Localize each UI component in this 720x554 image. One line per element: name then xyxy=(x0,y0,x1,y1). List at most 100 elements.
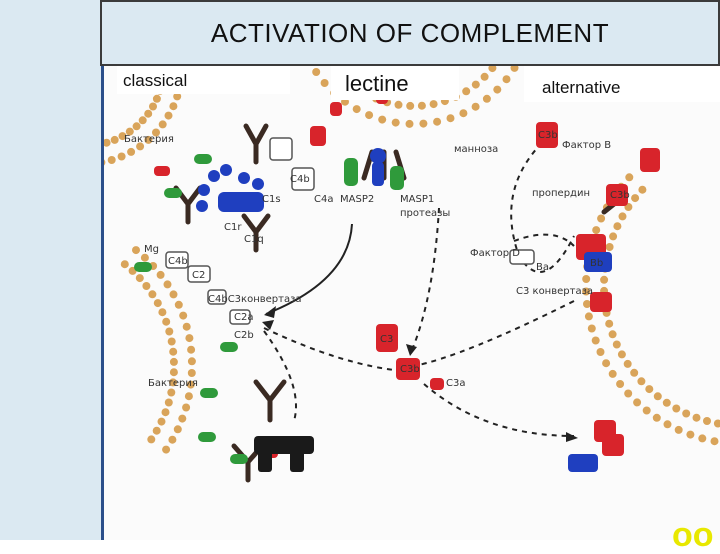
lipid-head xyxy=(510,66,519,72)
lipid-head xyxy=(480,72,489,81)
lipid-head xyxy=(405,119,414,128)
lipid-head xyxy=(132,246,140,255)
label-proteases: протеазы xyxy=(400,208,450,219)
lipid-head xyxy=(674,425,683,434)
label-properdin: пропердин xyxy=(532,188,590,199)
lipid-head xyxy=(482,94,491,103)
label-factor-d: Фактор D xyxy=(470,248,520,259)
lipid-head xyxy=(582,287,591,296)
lipid-head xyxy=(612,340,621,349)
lipid-head xyxy=(446,114,455,123)
pathway-label-alternative: alternative xyxy=(524,66,720,102)
lipid-head xyxy=(187,357,196,366)
lipid-head xyxy=(471,80,480,89)
lipid-head xyxy=(135,274,144,283)
lipid-head xyxy=(161,408,170,417)
lipid-head xyxy=(624,389,633,398)
left-accent-rule xyxy=(101,0,104,540)
c1-complex-blue xyxy=(196,148,386,212)
label-c1q: C1q xyxy=(244,234,264,245)
lipid-head xyxy=(162,445,171,454)
lipid-head xyxy=(140,253,149,262)
label-c3b-center: C3b xyxy=(400,364,420,375)
lipid-head xyxy=(583,300,591,308)
label-c3: C3 xyxy=(380,334,393,345)
lipid-head xyxy=(682,409,691,418)
lipid-head xyxy=(602,359,611,368)
lipid-head xyxy=(584,312,593,321)
lipid-head xyxy=(178,414,187,423)
lipid-head xyxy=(148,290,157,299)
lipid-head xyxy=(642,406,651,415)
lipid-head xyxy=(184,392,193,401)
lipid-head xyxy=(613,222,622,231)
lipid-head xyxy=(187,345,196,354)
lipid-head xyxy=(169,368,178,377)
lipid-head xyxy=(618,212,627,221)
label-c1s: C1s xyxy=(262,194,281,205)
lipid-head xyxy=(144,109,153,118)
lipid-head xyxy=(169,357,178,366)
lipid-head xyxy=(118,132,127,141)
lipid-head xyxy=(185,334,194,343)
lipid-head xyxy=(600,275,609,284)
lipid-head xyxy=(110,135,119,144)
lipid-head xyxy=(152,94,161,103)
lipid-head xyxy=(713,419,720,428)
label-c2a: C2a xyxy=(234,312,253,323)
lipid-head xyxy=(419,119,428,128)
corner-decoration: oo xyxy=(672,516,714,554)
label-ba: Ba xyxy=(536,262,549,273)
lipid-head xyxy=(686,430,695,439)
left-sidebar-band xyxy=(0,0,102,540)
lipid-head xyxy=(107,156,116,164)
lipid-head xyxy=(174,300,183,309)
lipid-head xyxy=(596,348,605,356)
lipid-head xyxy=(164,111,173,120)
lipid-head xyxy=(157,417,166,426)
label-c3-convertase-alt: C3 конвертаза xyxy=(516,286,593,297)
lipid-head xyxy=(187,369,196,377)
lipid-head xyxy=(502,75,511,84)
antibody-y-shapes xyxy=(173,123,627,483)
lipid-head xyxy=(173,92,182,101)
label-c1r: C1r xyxy=(224,222,242,233)
lipid-head xyxy=(488,66,497,73)
lipid-head xyxy=(417,101,426,110)
lipid-head xyxy=(637,377,646,386)
lipid-head xyxy=(158,120,167,129)
lipid-head xyxy=(138,116,147,125)
lipid-head xyxy=(459,109,468,118)
lipid-head xyxy=(462,87,471,96)
lipid-head xyxy=(652,413,661,422)
lipid-head xyxy=(136,142,145,151)
title-bar: ACTIVATION OF COMPLEMENT xyxy=(100,0,720,66)
lipid-head xyxy=(163,280,172,289)
lipid-head xyxy=(608,369,617,378)
lipid-head xyxy=(653,392,662,401)
lipid-head xyxy=(692,413,701,422)
lipid-head xyxy=(169,378,177,387)
lipid-head xyxy=(608,330,617,339)
lipid-head xyxy=(169,347,178,356)
lipid-head xyxy=(162,317,171,326)
handwritten-labels: Бактерия C4a C4b C1s C1r C1q Mg C4b C2 C… xyxy=(124,130,630,389)
lipid-head xyxy=(391,118,400,127)
lipid-head xyxy=(182,403,191,412)
lipid-head xyxy=(394,100,403,109)
lipid-head xyxy=(710,437,719,446)
blue-proteins xyxy=(568,252,612,472)
lipid-head xyxy=(378,115,387,124)
lipid-head xyxy=(698,434,707,443)
slide-title: ACTIVATION OF COMPLEMENT xyxy=(210,18,610,48)
lipid-head xyxy=(429,100,438,109)
pathway-label-classical: classical xyxy=(117,66,290,94)
label-factor-b: Фактор B xyxy=(562,140,611,151)
lipid-head xyxy=(104,159,106,166)
lipid-head xyxy=(623,359,632,368)
label-c2: C2 xyxy=(192,270,205,281)
lipid-head xyxy=(125,127,134,136)
lipid-head xyxy=(104,138,111,147)
lipid-head xyxy=(406,101,415,110)
pathway-label-lectine: lectine xyxy=(331,66,459,100)
